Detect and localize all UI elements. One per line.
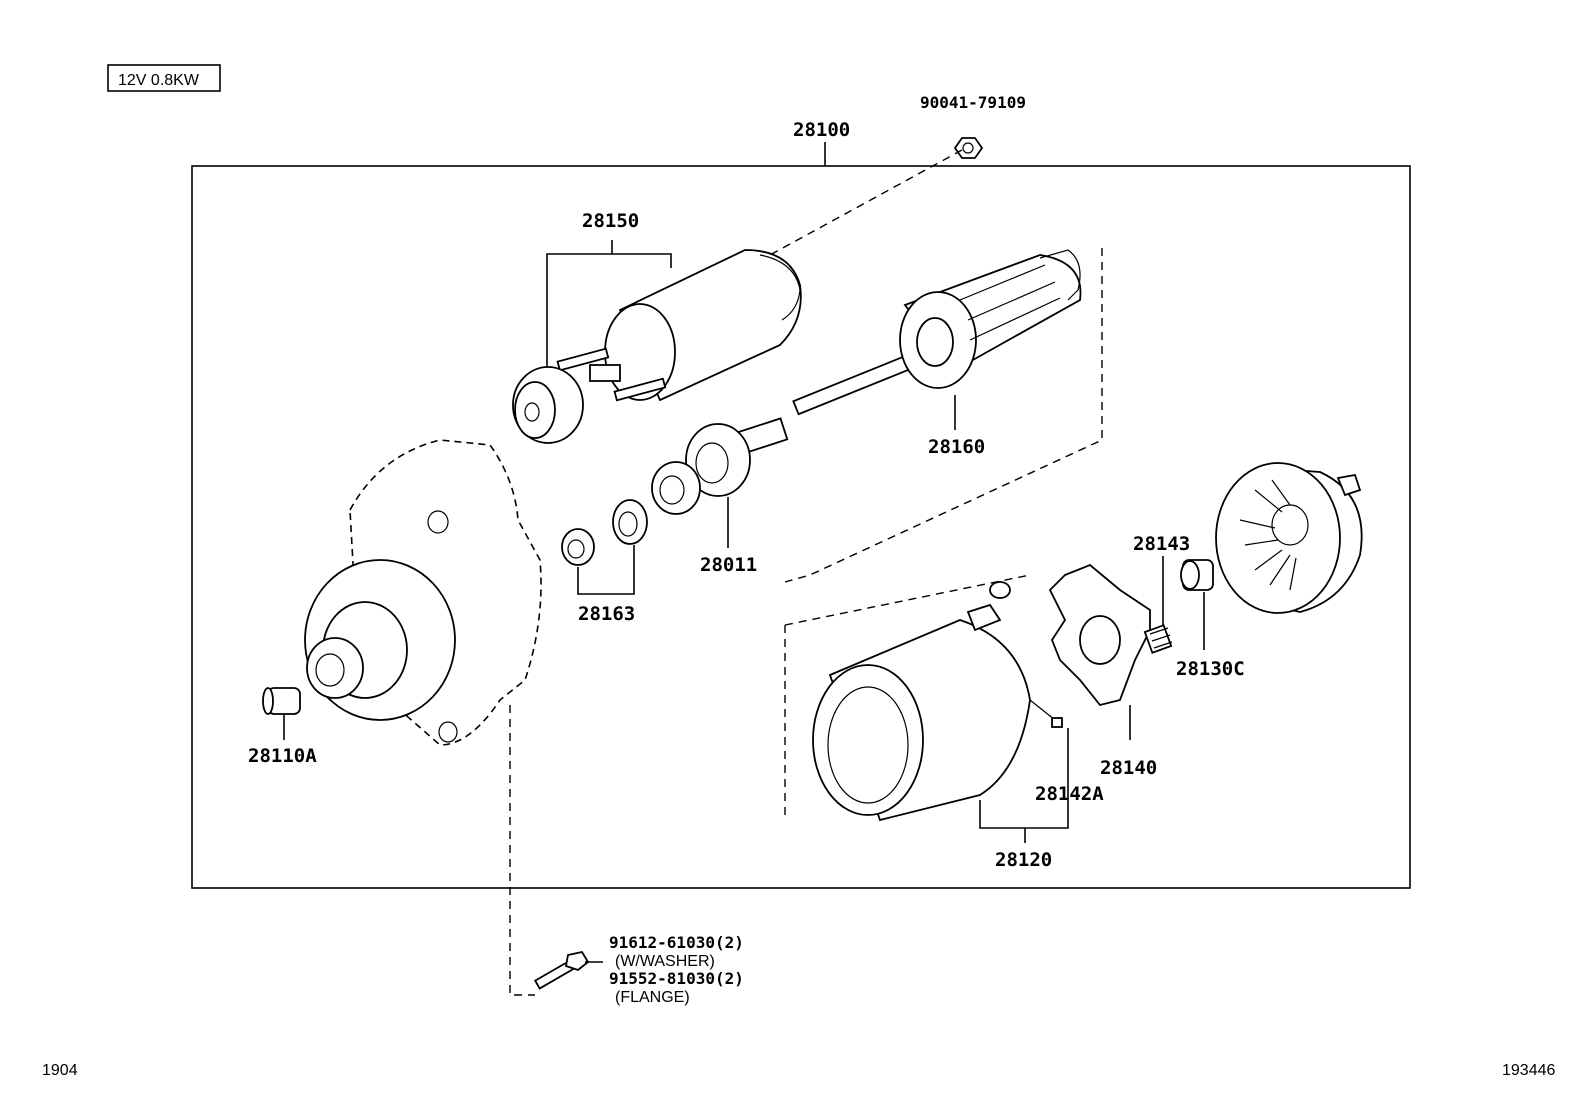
label-28142A[interactable]: 28142A: [1035, 783, 1104, 805]
label-28120[interactable]: 28120: [995, 849, 1052, 871]
clutch-part[interactable]: [651, 417, 789, 515]
label-28100[interactable]: 28100: [793, 119, 850, 141]
label-28160[interactable]: 28160: [928, 436, 985, 458]
footer-right-code: 193446: [1502, 1062, 1555, 1079]
label-28150[interactable]: 28150: [582, 210, 639, 232]
drive-housing-part[interactable]: [304, 439, 542, 746]
label-w-washer: (W/WASHER): [615, 953, 715, 970]
yoke-part[interactable]: [812, 581, 1063, 822]
label-28110A[interactable]: 28110A: [248, 745, 317, 767]
brush-holder-part[interactable]: [1048, 563, 1151, 707]
label-28143[interactable]: 28143: [1133, 533, 1190, 555]
label-28140[interactable]: 28140: [1100, 757, 1157, 779]
label-91552-81030[interactable]: 91552-81030(2): [609, 969, 744, 988]
spec-box: 12V 0.8KW: [107, 64, 221, 92]
solenoid-part[interactable]: [512, 249, 802, 444]
assembly-frame: [191, 165, 1411, 889]
label-28163[interactable]: 28163: [578, 603, 635, 625]
bushing-front-part[interactable]: [262, 687, 301, 715]
label-28011[interactable]: 28011: [700, 554, 757, 576]
spec-box-text: 12V 0.8KW: [118, 72, 200, 89]
nut-part[interactable]: [953, 137, 984, 159]
bolt-part[interactable]: [533, 950, 590, 990]
armature-part[interactable]: [792, 249, 1082, 416]
footer-left-code: 1904: [42, 1062, 78, 1079]
bushing-rear-part[interactable]: [1180, 559, 1214, 591]
label-90041-79109[interactable]: 90041-79109: [920, 93, 1026, 112]
spring-part[interactable]: [1143, 624, 1173, 654]
label-flange: (FLANGE): [615, 989, 690, 1006]
end-frame-part[interactable]: [1215, 462, 1363, 614]
label-28130C[interactable]: 28130C: [1176, 658, 1245, 680]
label-91612-61030[interactable]: 91612-61030(2): [609, 933, 744, 952]
retainer-part[interactable]: [561, 499, 648, 566]
